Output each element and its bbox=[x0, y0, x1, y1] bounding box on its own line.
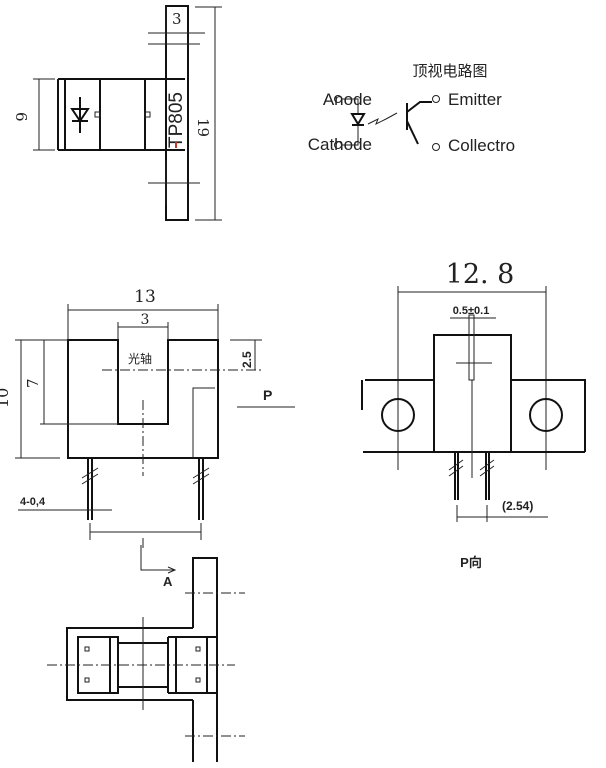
side-view: 12. 8 0.5±0.1 (2.54) P向 bbox=[361, 259, 586, 570]
dim-pitch: (2.54) bbox=[502, 499, 533, 513]
bottom-view: A bbox=[47, 545, 245, 762]
pin-label: 4-0,4 bbox=[20, 496, 46, 508]
dim-line-axis bbox=[230, 339, 262, 370]
outer-frame bbox=[66, 627, 193, 701]
view-caption: P向 bbox=[460, 555, 482, 570]
collector-label: Collectro bbox=[448, 136, 515, 155]
pins bbox=[87, 458, 204, 520]
emitter-label: Emitter bbox=[448, 90, 502, 109]
cathode-terminal bbox=[334, 141, 342, 149]
dim-width: 12. 8 bbox=[446, 259, 515, 290]
dim-line-pitch bbox=[456, 505, 548, 522]
phototransistor-icon bbox=[406, 101, 432, 145]
mounting-plate bbox=[165, 5, 189, 221]
marker-square bbox=[84, 677, 90, 683]
dim-length: 19 bbox=[194, 118, 212, 137]
collector-terminal bbox=[432, 143, 440, 151]
dim-line-slot-depth bbox=[40, 340, 118, 425]
dim-slot: 3 bbox=[141, 312, 150, 328]
dim-line-pitch bbox=[89, 523, 202, 548]
dim-line-width bbox=[67, 304, 219, 340]
center-mark bbox=[148, 160, 200, 205]
pins bbox=[454, 452, 490, 500]
dim-line-width bbox=[397, 286, 547, 470]
mounting-hole bbox=[529, 398, 563, 432]
dim-line-height bbox=[33, 78, 55, 151]
light-arrow-icon bbox=[367, 112, 398, 126]
cathode-label: Cathode bbox=[308, 135, 372, 154]
marker-square bbox=[195, 646, 201, 652]
dim-width: 3 bbox=[172, 10, 182, 28]
mounting-hole bbox=[381, 398, 415, 432]
view-a-label: A bbox=[163, 574, 173, 589]
center-pin bbox=[468, 314, 475, 381]
dim-height: 6 bbox=[12, 112, 30, 122]
dim-line-width bbox=[148, 5, 205, 45]
marker-square bbox=[144, 111, 151, 118]
led-wire bbox=[342, 98, 359, 146]
break-marks bbox=[448, 459, 495, 477]
marker-square bbox=[94, 111, 101, 118]
circuit-diagram: 顶视电路图 Anode Cathode Emitter Collectro bbox=[308, 62, 515, 155]
dim-pin: 0.5±0.1 bbox=[453, 305, 490, 317]
dim-height: 10 bbox=[0, 388, 12, 408]
sensor-body bbox=[361, 334, 586, 453]
anode-terminal bbox=[334, 95, 342, 103]
inner-edge bbox=[192, 387, 215, 458]
emitter-terminal bbox=[432, 95, 440, 103]
sensor-body bbox=[57, 78, 185, 151]
view-p-label: P bbox=[263, 387, 272, 403]
marker-square bbox=[195, 677, 201, 683]
dim-line-height bbox=[15, 339, 68, 459]
diode-icon bbox=[70, 97, 90, 133]
dim-width: 13 bbox=[134, 287, 156, 307]
circuit-title: 顶视电路图 bbox=[412, 62, 487, 80]
marker-square bbox=[84, 646, 90, 652]
top-view: TP805 3 19 6 bbox=[12, 5, 222, 221]
led-icon bbox=[350, 113, 366, 126]
axis-label: 光轴 bbox=[128, 351, 152, 366]
view-arrow-icon bbox=[140, 545, 177, 574]
dim-slot-depth: 7 bbox=[24, 378, 42, 388]
dim-axis: 2.5 bbox=[240, 351, 254, 368]
dim-line-length bbox=[195, 6, 222, 221]
dim-line-slot bbox=[117, 322, 169, 340]
front-view: 13 3 10 7 2.5 光轴 P 4-0,4 bbox=[0, 287, 295, 548]
mounting-plate bbox=[192, 557, 218, 762]
part-number: TP805 bbox=[166, 92, 187, 148]
break-marks bbox=[81, 467, 210, 485]
center-mark bbox=[456, 362, 492, 478]
